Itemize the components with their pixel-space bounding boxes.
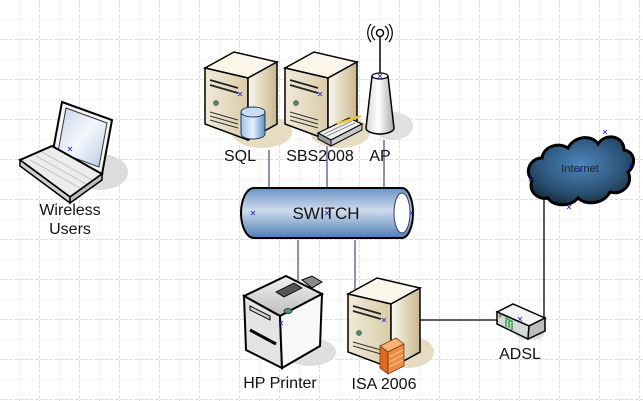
hub-icon: [316, 114, 364, 147]
label-isa2006: ISA 2006: [352, 376, 417, 393]
selection-marker: ✕: [627, 161, 634, 170]
laptop-icon: [18, 100, 114, 205]
node-hp-printer[interactable]: HP Printer ✕: [241, 274, 336, 392]
selection-marker: ✕: [528, 175, 535, 184]
selection-marker: ✕: [250, 209, 257, 218]
label-switch: SWITCH: [292, 204, 359, 223]
label-wireless-users-line1: Wireless: [39, 202, 100, 219]
selection-marker: ✕: [317, 90, 324, 99]
node-isa2006[interactable]: ISA 2006 ✕: [345, 277, 434, 393]
modem-icon: [495, 303, 547, 341]
selection-marker: ✕: [409, 209, 416, 218]
database-icon: [240, 106, 266, 140]
printer-icon: [241, 274, 325, 370]
firewall-icon: [379, 337, 405, 375]
selection-marker: ✕: [67, 145, 74, 154]
selection-marker: ✕: [278, 319, 285, 328]
label-internet: Internet: [561, 163, 598, 175]
selection-marker: ✕: [566, 203, 573, 212]
firewall-server-icon: [345, 277, 423, 375]
label-wireless-users-line2: Users: [49, 221, 91, 238]
node-ap[interactable]: AP ✕: [365, 23, 413, 165]
node-wireless-users[interactable]: Wireless Users ✕: [18, 100, 128, 238]
label-ap: AP: [369, 148, 390, 165]
node-sbs2008[interactable]: SBS2008 ✕: [282, 51, 370, 165]
node-adsl[interactable]: ADSL ✕: [495, 303, 547, 363]
selection-marker: ✕: [517, 315, 524, 324]
selection-marker: ✕: [237, 90, 244, 99]
label-adsl: ADSL: [499, 346, 541, 363]
selection-marker: ✕: [324, 209, 331, 218]
selection-marker: ✕: [577, 166, 584, 175]
node-sql[interactable]: SQL ✕: [202, 51, 292, 165]
selection-marker: ✕: [602, 128, 609, 137]
cloud-icon: [526, 135, 635, 207]
wireless-access-point-icon: [365, 23, 395, 135]
label-hp-printer: HP Printer: [243, 375, 317, 392]
selection-marker: ✕: [377, 72, 384, 81]
node-internet[interactable]: Internet ✕ ✕ ✕ ✕ ✕: [526, 128, 635, 212]
switch-cylinder-icon: [240, 187, 414, 239]
server-icon: [282, 51, 360, 142]
node-switch[interactable]: SWITCH ✕ ✕ ✕: [240, 187, 416, 239]
label-sql: SQL: [224, 148, 256, 165]
label-sbs2008: SBS2008: [286, 148, 354, 165]
selection-marker: ✕: [381, 316, 388, 325]
